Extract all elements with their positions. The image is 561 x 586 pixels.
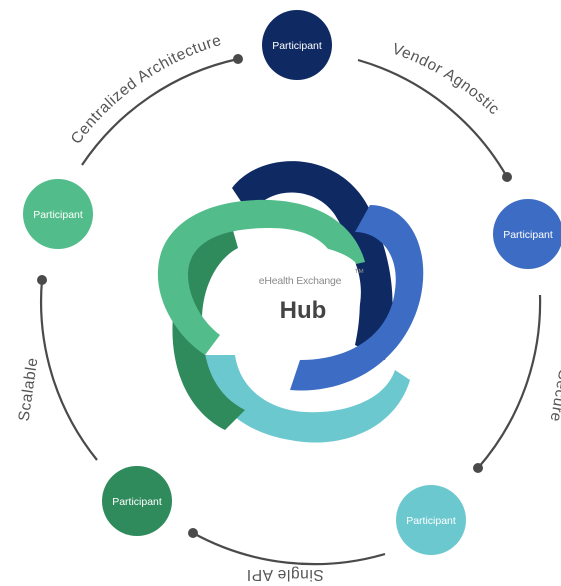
ribbon-green [157,199,365,355]
participant-node-left[interactable]: Participant [23,179,93,249]
participant-label: Participant [272,40,322,52]
connector-single-api: Single API [188,528,386,583]
participant-node-bottom-left[interactable]: Participant [102,466,172,536]
connector-label-centralized-architecture: Centralized Architecture [68,32,223,148]
participant-label: Participant [503,229,553,241]
participant-label: Participant [33,209,83,221]
participant-node-bottom-right[interactable]: Participant [396,485,466,555]
connector-centralized-architecture: Centralized Architecture [68,32,243,166]
participant-circle [493,199,561,269]
ribbon-darkgreen [172,220,245,430]
connector-vendor-agnostic: Vendor Agnostic [357,40,512,182]
connector-label-single-api: Single API [246,566,324,583]
ribbon-navy [232,161,393,360]
connector-label-scalable: Scalable [16,356,42,422]
svg-text:Centralized Architecture: Centralized Architecture [68,32,224,148]
ribbon-blue [290,205,424,391]
connector-scalable: Scalable [16,275,98,461]
connector-label-secure: Secure [546,368,561,423]
participant-label: Participant [112,496,162,508]
ribbon-teal [205,355,410,443]
participant-node-top[interactable]: Participant [262,10,332,80]
participant-circle [102,466,172,536]
hub-title: Hub [280,297,327,324]
participant-circle [23,179,93,249]
participant-label: Participant [406,515,456,527]
hub-brand: eHealth Exchange [259,275,342,287]
hub-knot-graphic [157,161,424,443]
participant-circle [262,10,332,80]
hub-trademark: ™ [354,267,364,279]
connector-secure: Secure [473,294,561,473]
participant-circle [396,485,466,555]
participant-node-right[interactable]: Participant [493,199,561,269]
